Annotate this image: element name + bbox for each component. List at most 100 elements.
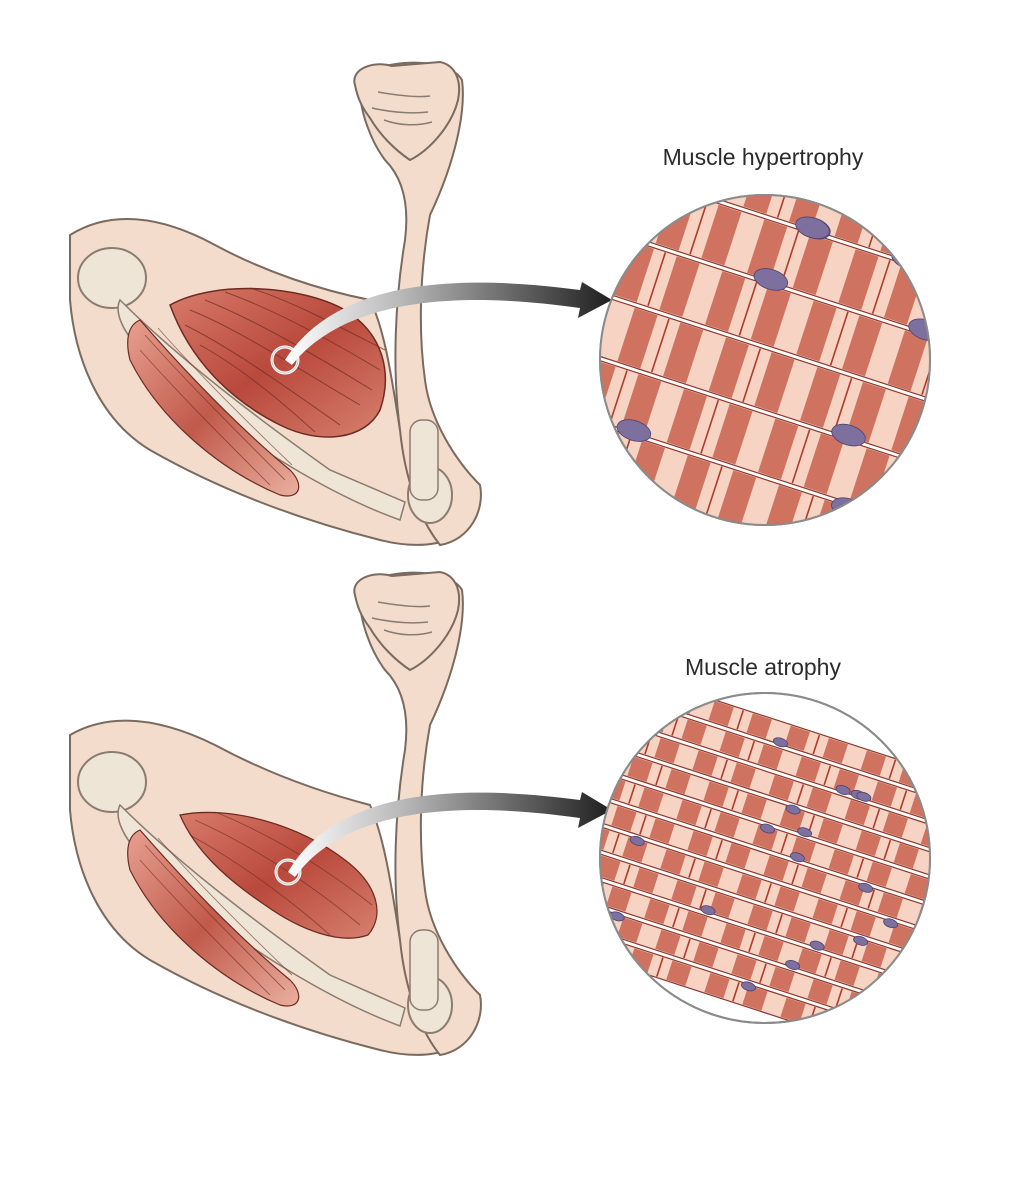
striation-band (617, 307, 658, 369)
z-line (699, 889, 707, 909)
nucleus (835, 785, 851, 795)
striation-band (801, 867, 827, 894)
z-line (623, 864, 631, 885)
z-line (960, 224, 977, 277)
striation-band (800, 367, 841, 428)
striation-band (818, 1010, 844, 1023)
z-line (888, 759, 897, 779)
striation-band (567, 682, 592, 707)
striation-band (476, 899, 501, 924)
striation-band (822, 738, 848, 764)
striation-band (758, 418, 799, 480)
striation-band (983, 426, 1010, 487)
nucleus (616, 419, 652, 442)
z-line (522, 407, 539, 460)
nucleus (853, 935, 869, 946)
striation-band (666, 960, 692, 986)
z-line (867, 889, 876, 909)
z-line (672, 907, 680, 928)
biceps-striations (189, 811, 373, 936)
striation-band (823, 929, 849, 955)
z-line (759, 963, 767, 983)
forearm (358, 571, 482, 1057)
striation-band (649, 818, 675, 844)
striation-band (605, 694, 631, 721)
z-line (647, 252, 667, 307)
z-line (688, 858, 696, 878)
striation-band (972, 227, 1010, 288)
striation-band (743, 195, 784, 214)
striation-band (681, 719, 707, 745)
biceps-striations (184, 287, 386, 433)
striation-band (540, 701, 565, 726)
z-line (505, 908, 511, 927)
striation-band (611, 806, 637, 832)
striation-band (769, 966, 795, 993)
striation-band (828, 849, 854, 875)
humerus-head (77, 751, 147, 813)
striation-band (933, 1047, 958, 1072)
striation-band (812, 898, 838, 925)
striation-band (600, 935, 616, 962)
striation-band (663, 322, 704, 384)
nucleus (785, 960, 801, 970)
z-line (961, 1056, 967, 1075)
striation-band (617, 917, 643, 943)
striation-band (893, 843, 919, 869)
atrophy-magnified-view (476, 652, 1006, 1075)
striation-band (866, 861, 892, 887)
striation-band (720, 923, 746, 949)
striation-band (671, 880, 697, 906)
striation-band (803, 433, 844, 495)
striation-band (895, 463, 930, 524)
striation-band (606, 109, 646, 170)
z-line (976, 815, 982, 834)
striation-band (761, 485, 802, 525)
striation-band (895, 1035, 920, 1060)
nucleus (831, 423, 866, 447)
biceps-muscle (179, 811, 378, 939)
nucleus (760, 823, 775, 834)
z-line (872, 808, 881, 829)
nucleus (600, 924, 607, 935)
striation-band (552, 924, 577, 949)
z-line (548, 840, 554, 859)
striation-band (948, 806, 973, 831)
z-line (924, 407, 930, 462)
z-line (791, 429, 811, 484)
z-line (650, 318, 670, 373)
striation-band (524, 750, 549, 775)
striation-band (556, 652, 581, 677)
z-line (927, 963, 930, 983)
striation-band (959, 837, 984, 862)
hypertrophy-panel: Muscle hypertrophy (69, 60, 1010, 605)
striation-band (933, 345, 973, 406)
striation-band (838, 249, 879, 310)
nucleus (797, 827, 813, 838)
striation-band (600, 905, 605, 931)
z-line (823, 765, 832, 786)
z-line (595, 105, 612, 158)
z-line (812, 734, 821, 755)
striation-band (784, 725, 810, 751)
fist (353, 60, 460, 162)
striation-band (492, 849, 517, 874)
z-line (776, 195, 796, 218)
striation-band (856, 1022, 882, 1023)
striation-band (600, 359, 616, 421)
z-line (900, 982, 909, 1002)
z-line (885, 1032, 891, 1051)
striation-band (530, 345, 570, 406)
striation-band (600, 425, 620, 487)
striation-band (757, 744, 783, 770)
striation-band (568, 874, 593, 899)
striation-band (768, 775, 794, 801)
z-line (569, 710, 575, 729)
forearm (358, 61, 482, 547)
striation-band (944, 544, 984, 605)
striation-band (981, 899, 1006, 924)
striation-band (488, 396, 528, 457)
striation-band (701, 204, 742, 266)
striation-band (965, 948, 990, 973)
